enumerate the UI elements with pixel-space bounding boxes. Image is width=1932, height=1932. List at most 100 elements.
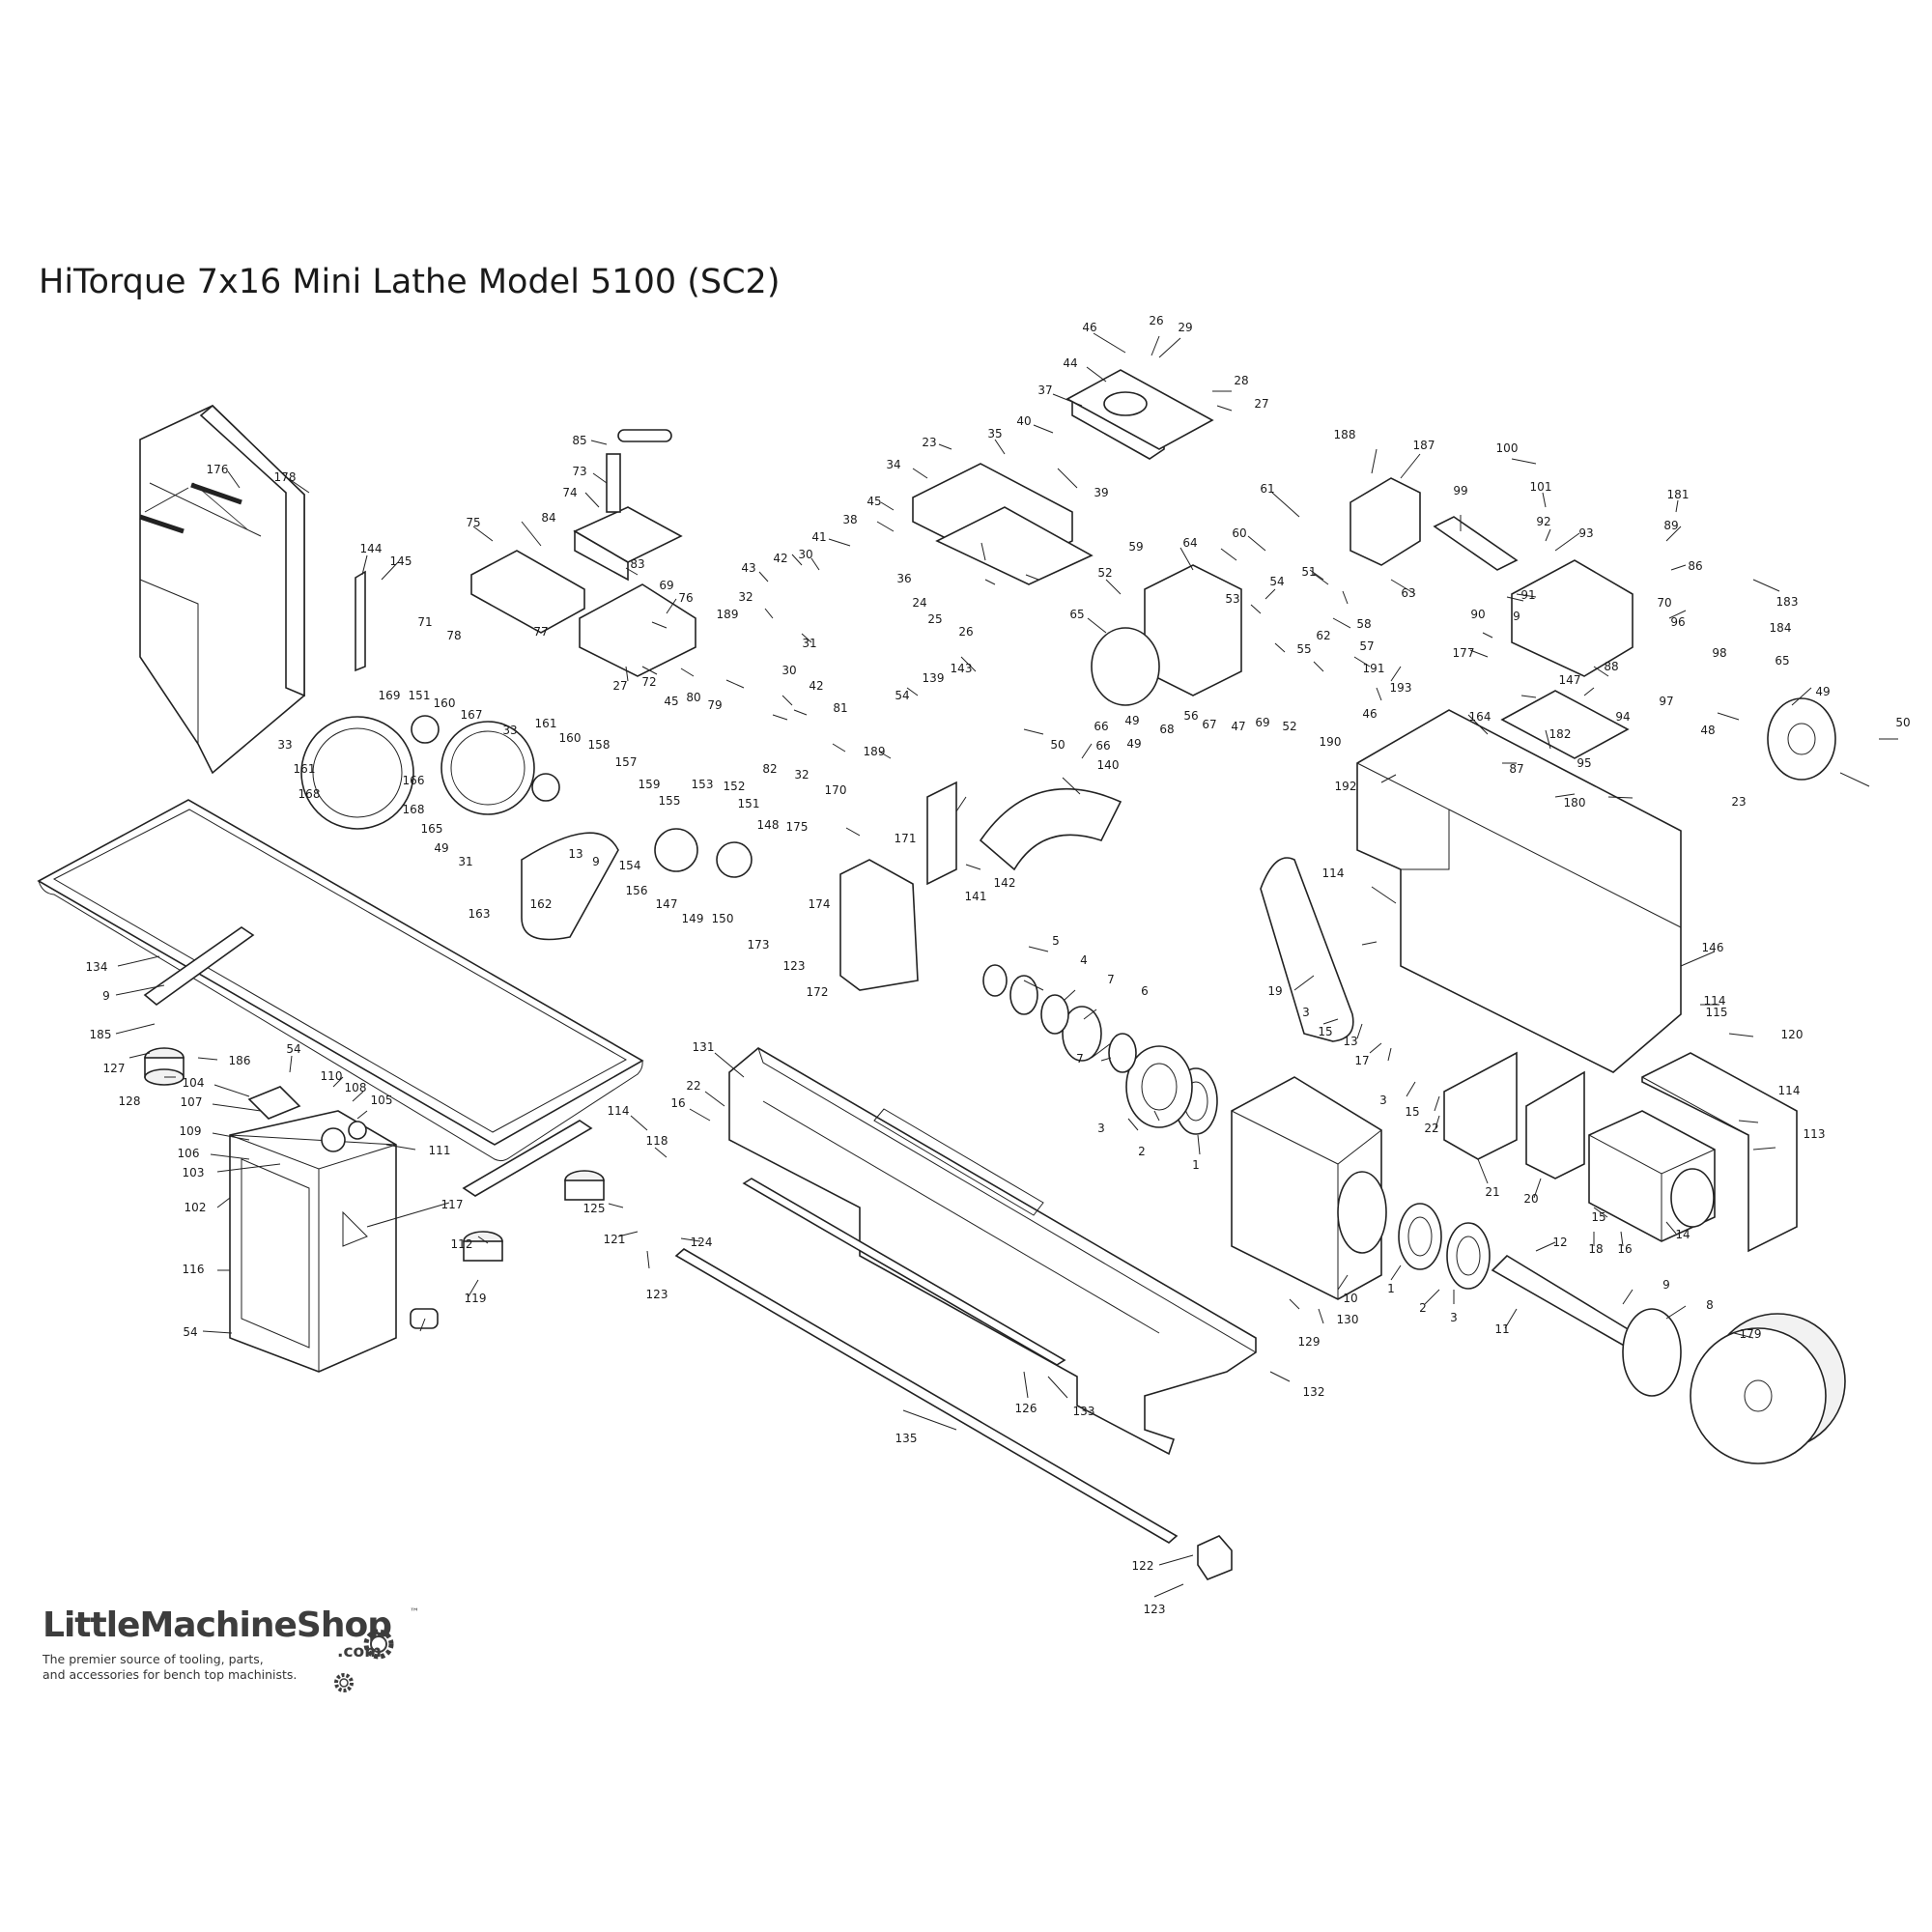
callout-82: 82 [762,762,777,776]
callout-2-mid: 2 [1138,1145,1146,1158]
callout-127: 127 [103,1062,126,1075]
callout-74: 74 [562,486,577,499]
callout-15-low: 15 [1591,1210,1605,1224]
callout-109: 109 [180,1124,202,1138]
callout-60: 60 [1232,526,1246,540]
callout-130: 130 [1337,1313,1359,1326]
callout-69-mid: 69 [1255,716,1269,729]
callout-26-top: 26 [1149,314,1163,327]
callout-161-left: 161 [294,762,316,776]
callout-37: 37 [1037,384,1052,397]
callout-5: 5 [1052,934,1060,948]
part-belt-guard [1356,709,1682,1073]
callout-94: 94 [1615,710,1630,724]
callout-168-mid: 168 [403,803,425,816]
callout-54-left: 54 [286,1042,300,1056]
callout-105: 105 [371,1094,393,1107]
callout-46-top: 46 [1082,321,1096,334]
callout-173: 173 [748,938,770,952]
callout-49-top: 49 [1124,714,1139,727]
callout-66-mid: 66 [1095,739,1110,753]
callout-162: 162 [530,897,553,911]
callout-57: 57 [1359,639,1374,653]
callout-4: 4 [1080,953,1088,967]
callout-19: 19 [1267,984,1282,998]
callout-160-mid: 160 [559,731,582,745]
callout-87: 87 [1509,762,1523,776]
callout-122: 122 [1132,1559,1154,1573]
callout-47: 47 [1231,720,1245,733]
callout-36: 36 [896,572,911,585]
callout-111: 111 [429,1144,451,1157]
callout-9-top: 9 [1513,610,1520,623]
callout-54-top: 54 [1269,575,1284,588]
callout-102: 102 [185,1201,207,1214]
callout-3-right: 3 [1379,1094,1387,1107]
callout-43: 43 [741,561,755,575]
callout-119: 119 [465,1292,487,1305]
callout-112: 112 [451,1237,473,1251]
callout-40: 40 [1016,414,1031,428]
callout-24: 24 [912,596,926,610]
callout-155: 155 [659,794,681,808]
callout-101: 101 [1530,480,1552,494]
callout-31-top: 31 [802,637,816,650]
callout-153: 153 [692,778,714,791]
callout-31-mid: 31 [458,855,472,868]
callout-135: 135 [895,1432,918,1445]
callout-85: 85 [572,434,586,447]
callout-32-top: 32 [738,590,753,604]
callout-54-mid: 54 [895,689,909,702]
callout-59: 59 [1128,540,1143,554]
callout-145: 145 [390,554,412,568]
callout-110: 110 [321,1069,343,1083]
callout-2-lower: 2 [1419,1301,1427,1315]
callout-26-mid: 26 [958,625,973,639]
callout-45-mid: 45 [664,695,678,708]
callout-49-lower: 49 [1126,737,1141,751]
callout-30-top: 30 [798,548,812,561]
callout-88: 88 [1604,660,1618,673]
callout-42-mid: 42 [809,679,823,693]
callout-71: 71 [417,615,432,629]
callout-115: 115 [1706,1006,1728,1019]
callout-128: 128 [119,1094,141,1108]
callout-103: 103 [183,1166,205,1179]
callout-46-mid: 46 [1362,707,1377,721]
callout-72: 72 [641,675,656,689]
callout-123-mid: 123 [646,1288,668,1301]
callout-158: 158 [588,738,611,752]
callout-182: 182 [1549,727,1572,741]
logo-tagline: The premier source of tooling, parts, an… [43,1652,298,1682]
callout-93: 93 [1578,526,1593,540]
callout-27-top: 27 [1254,397,1268,411]
callout-143: 143 [951,662,973,675]
callout-96: 96 [1670,615,1685,629]
diagram-title: HiTorque 7x16 Mini Lathe Model 5100 (SC2… [39,263,781,301]
callout-151-left: 151 [409,689,431,702]
callout-184: 184 [1770,621,1792,635]
callout-189-top: 189 [717,608,739,621]
callout-63: 63 [1401,586,1415,600]
callout-148: 148 [757,818,780,832]
callout-161-mid: 161 [535,717,557,730]
callout-170: 170 [825,783,847,797]
callout-42-top: 42 [773,552,787,565]
brand-logo: LittleMachineShop ™ .com The premier sou… [43,1605,429,1721]
callout-152: 152 [724,780,746,793]
callout-62: 62 [1316,629,1330,642]
callout-177: 177 [1453,646,1475,660]
callout-35: 35 [987,427,1002,440]
callout-55: 55 [1296,642,1311,656]
callout-141: 141 [965,890,987,903]
callout-1-mid: 1 [1192,1158,1200,1172]
callout-124: 124 [691,1236,713,1249]
callout-169: 169 [379,689,401,702]
callout-154: 154 [619,859,641,872]
callout-99: 99 [1453,484,1467,497]
callout-75: 75 [466,516,480,529]
part-control-box [229,1086,397,1373]
callout-179: 179 [1740,1327,1762,1341]
part-motor [1588,1110,1716,1242]
callout-125: 125 [583,1202,606,1215]
